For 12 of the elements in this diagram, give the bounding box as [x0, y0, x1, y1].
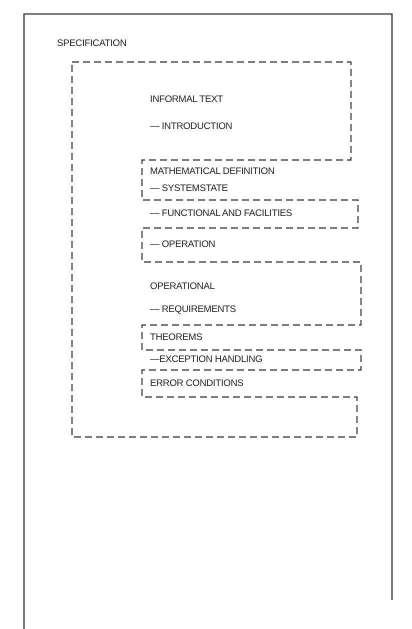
subsection-title: — OPERATION [150, 239, 216, 250]
subsection-title: — INTRODUCTION [150, 121, 232, 132]
section-title: MATHEMATICAL DEFINITION [150, 166, 275, 177]
subsection-title: — REQUIREMENTS [150, 304, 236, 315]
section-title: ERROR CONDITIONS [150, 378, 244, 389]
section-title: THEOREMS [150, 332, 202, 343]
section-title: OPERATIONAL [150, 281, 215, 292]
subsection-title: — FUNCTIONAL AND FACILITIES [150, 208, 292, 219]
subsection-title: — SYSTEMSTATE [150, 183, 228, 194]
subsection-title: —EXCEPTION HANDLING [150, 354, 262, 365]
section-title: INFORMAL TEXT [150, 94, 223, 105]
section-heading: SPECIFICATION [57, 38, 127, 49]
